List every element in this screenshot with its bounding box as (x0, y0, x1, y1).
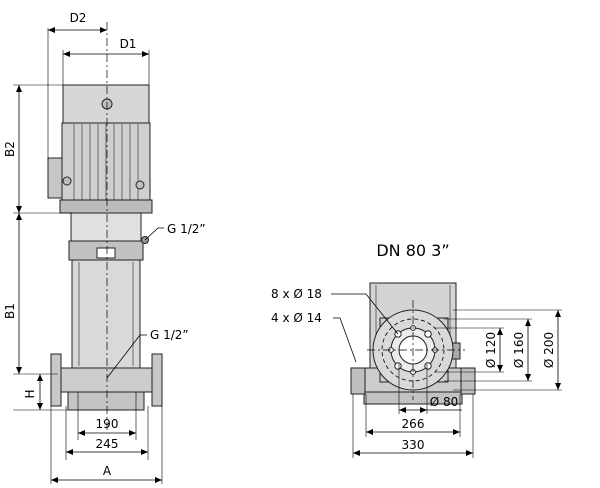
lower-port-label: G 1/2” (150, 328, 189, 342)
bolt-hole (424, 362, 432, 370)
lantern (68, 212, 149, 261)
d120-label: Ø 120 (484, 332, 498, 368)
flange-foot-left (350, 367, 366, 395)
terminal-box-screw (62, 176, 72, 186)
b2-label: B2 (3, 141, 17, 157)
motor-bolt-side (135, 180, 145, 190)
a-label: A (103, 464, 112, 478)
d200-label: Ø 200 (542, 332, 556, 368)
bolt-hole (424, 330, 432, 338)
motor-flange (59, 199, 153, 214)
flange-view: DN 80 3” (271, 241, 562, 458)
d2-label: D2 (70, 11, 87, 25)
d80-label: Ø 80 (430, 395, 459, 409)
upper-port-label: G 1/2” (167, 222, 206, 236)
d1-label: D1 (120, 37, 137, 51)
d160-label: Ø 160 (512, 332, 526, 368)
holes-inner-label: 4 x Ø 14 (271, 311, 322, 325)
suction-flange (50, 353, 62, 407)
h-label: H (23, 389, 37, 398)
w190-label: 190 (96, 417, 119, 431)
holes-outer-label: 8 x Ø 18 (271, 287, 322, 301)
side-view: D2 D1 B2 B1 H G 1/2” G 1/2” 190 245 (3, 11, 206, 484)
w245-label: 245 (96, 437, 119, 451)
lower-port-leader (106, 334, 147, 379)
coupling-window (96, 247, 116, 259)
w266-label: 266 (402, 417, 425, 431)
motor (47, 84, 153, 214)
bolt-hole (394, 362, 402, 370)
b1-label: B1 (3, 303, 17, 319)
terminal-box (47, 157, 63, 199)
upper-port-leader (144, 227, 164, 241)
flange-title: DN 80 3” (376, 241, 449, 260)
w330-label: 330 (402, 438, 425, 452)
pump-chamber-stack (71, 259, 141, 369)
holes-inner-leader (333, 317, 357, 363)
holes-outer-leader (331, 293, 399, 335)
pump-base (50, 353, 163, 411)
discharge-flange (151, 353, 163, 407)
